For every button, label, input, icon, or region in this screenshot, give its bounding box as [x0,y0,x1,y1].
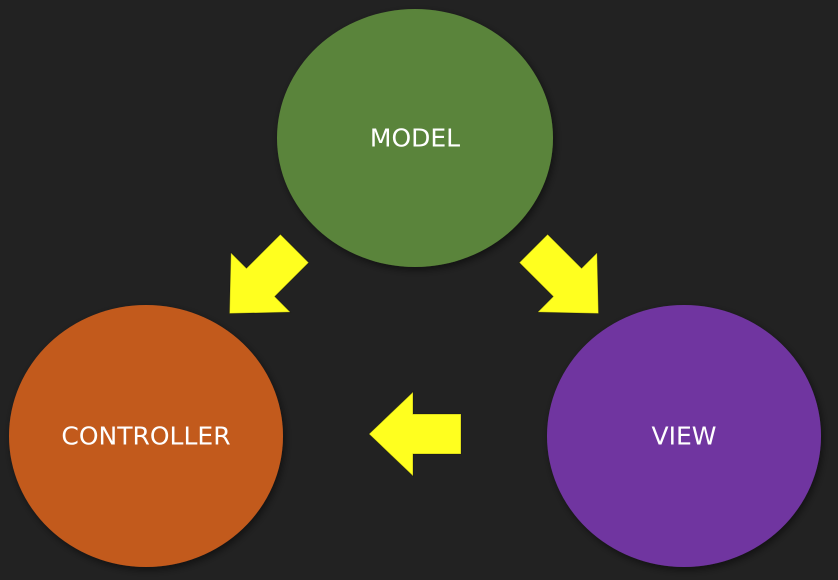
controller-node: CONTROLLER [9,305,283,567]
arrow-model-to-view [503,218,629,344]
view-circle [547,305,821,567]
model-label: MODEL [370,124,460,153]
arrow-view-to-controller [368,391,462,477]
view-node: VIEW [547,305,821,567]
view-label: VIEW [652,422,717,451]
model-circle [277,9,553,267]
arrow-model-to-controller [199,218,325,344]
model-node: MODEL [277,9,553,267]
controller-label: CONTROLLER [61,422,230,451]
controller-circle [9,305,283,567]
